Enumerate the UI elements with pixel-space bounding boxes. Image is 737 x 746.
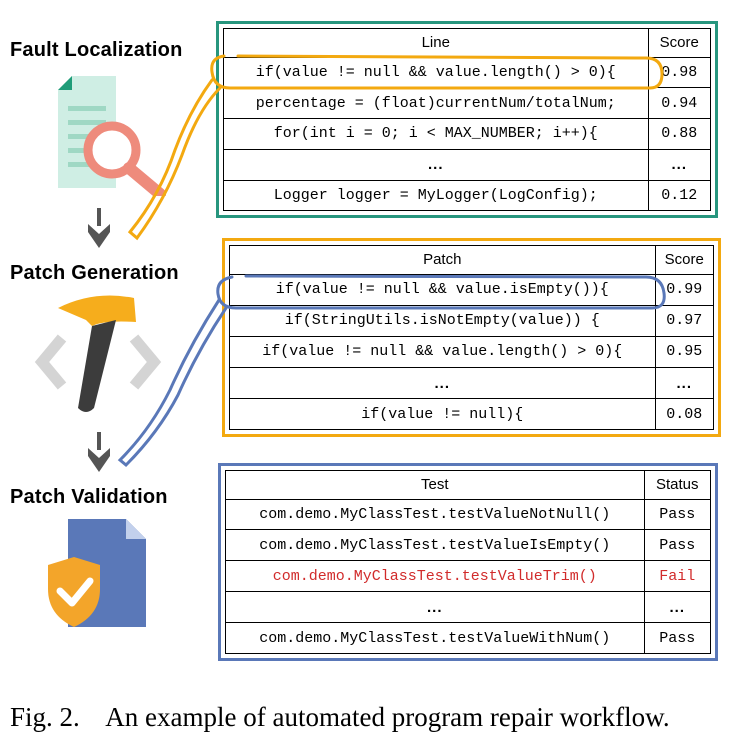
patch-validation-table: Test Status com.demo.MyClassTest.testVal… — [226, 471, 710, 653]
stage-label-fault-localization: Fault Localization — [10, 39, 183, 61]
table-row: com.demo.MyClassTest.testValueWithNum() … — [226, 622, 710, 653]
column-header-status: Status — [643, 471, 710, 500]
table-row: if(value != null && value.isEmpty()){ 0.… — [230, 273, 713, 306]
column-header-test: Test — [226, 471, 645, 500]
figure-caption: Fig. 2. An example of automated program … — [10, 702, 670, 733]
line-cell: percentage = (float)currentNum/totalNum; — [224, 87, 649, 120]
status-cell: Pass — [643, 498, 710, 531]
table-row: Logger logger = MyLogger(LogConfig); 0.1… — [224, 179, 710, 210]
fl-highlight-loop — [127, 54, 664, 241]
line-cell: if(value != null && value.length() > 0){ — [224, 56, 649, 89]
fault-localization-panel: Line Score if(value != null && value.len… — [216, 21, 718, 218]
line-cell: Logger logger = MyLogger(LogConfig); — [224, 179, 649, 210]
score-cell: 0.88 — [647, 118, 710, 150]
score-cell: 0.95 — [654, 335, 713, 369]
pg-highlight-loop — [117, 274, 666, 468]
stage-label-patch-generation: Patch Generation — [10, 262, 179, 284]
patch-generation-panel: Patch Score if(value != null && value.is… — [222, 238, 721, 437]
patch-cell: if(value != null && value.isEmpty()){ — [230, 273, 656, 306]
stage-label-patch-validation: Patch Validation — [10, 486, 168, 508]
table-row: percentage = (float)currentNum/totalNum;… — [224, 87, 710, 120]
score-cell: 0.97 — [654, 304, 713, 337]
score-cell: 0.08 — [654, 398, 713, 429]
table-row: if(value != null && value.length() > 0){… — [230, 335, 713, 369]
table-row: if(StringUtils.isNotEmpty(value)) { 0.97 — [230, 304, 713, 337]
score-cell: 0.94 — [647, 87, 710, 120]
table-row: com.demo.MyClassTest.testValueNotNull() … — [226, 498, 710, 531]
fault-localization-table: Line Score if(value != null && value.len… — [224, 29, 710, 210]
figure-caption-text: An example of automated program repair w… — [105, 702, 670, 732]
figure-label: Fig. 2. — [10, 702, 80, 732]
column-header-score: Score — [654, 246, 713, 275]
table-row: ... ... — [224, 148, 710, 181]
score-cell: ... — [647, 148, 710, 181]
table-row: ... ... — [226, 591, 710, 624]
column-header-score: Score — [647, 29, 710, 58]
patch-cell: if(value != null && value.length() > 0){ — [230, 335, 656, 369]
document-shield-check-icon — [48, 519, 146, 627]
table-row: if(value != null && value.length() > 0){… — [224, 56, 710, 89]
table-row: com.demo.MyClassTest.testValueIsEmpty() … — [226, 529, 710, 562]
patch-generation-table: Patch Score if(value != null && value.is… — [230, 246, 713, 429]
down-arrow-icon — [88, 432, 110, 472]
patch-cell: if(StringUtils.isNotEmpty(value)) { — [230, 304, 656, 337]
down-arrow-icon — [88, 208, 110, 248]
score-cell: 0.12 — [647, 179, 710, 210]
status-cell: Pass — [643, 622, 710, 653]
hammer-code-brackets-icon — [34, 295, 162, 412]
test-cell: com.demo.MyClassTest.testValueNotNull() — [226, 498, 645, 531]
patch-validation-panel: Test Status com.demo.MyClassTest.testVal… — [218, 463, 718, 661]
document-magnifier-icon — [58, 76, 166, 196]
table-row: if(value != null){ 0.08 — [230, 398, 713, 429]
test-cell: com.demo.MyClassTest.testValueIsEmpty() — [226, 529, 645, 562]
patch-cell: if(value != null){ — [230, 398, 656, 429]
test-cell: ... — [226, 591, 645, 624]
